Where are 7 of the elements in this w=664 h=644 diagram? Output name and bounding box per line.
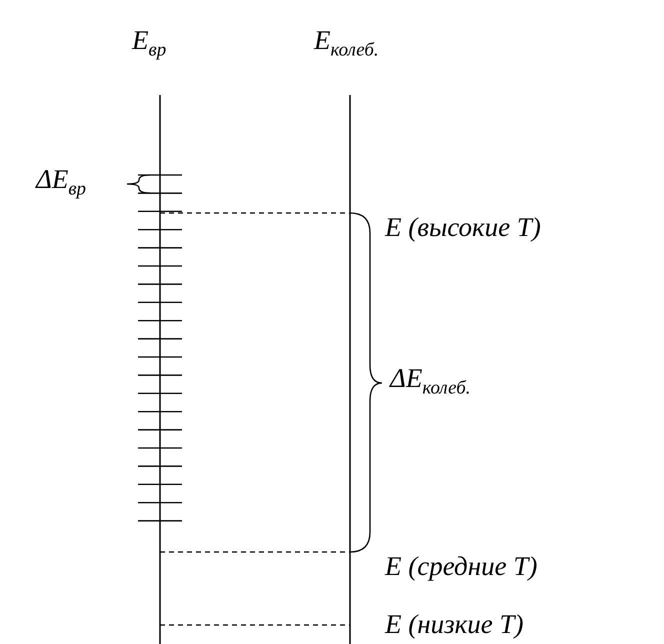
axis-title: E$_{вр}$ bbox=[132, 26, 166, 62]
level-label: E (высокие T) bbox=[385, 213, 541, 243]
axis-title: E$_{колеб.}$ bbox=[314, 26, 379, 62]
spacing-label: ΔE$_{колеб.}$ bbox=[390, 364, 471, 400]
spacing-label: ΔE$_{вр}$ bbox=[36, 165, 86, 200]
level-label: E (низкие T) bbox=[385, 610, 524, 640]
level-label: E (средние T) bbox=[385, 552, 538, 582]
